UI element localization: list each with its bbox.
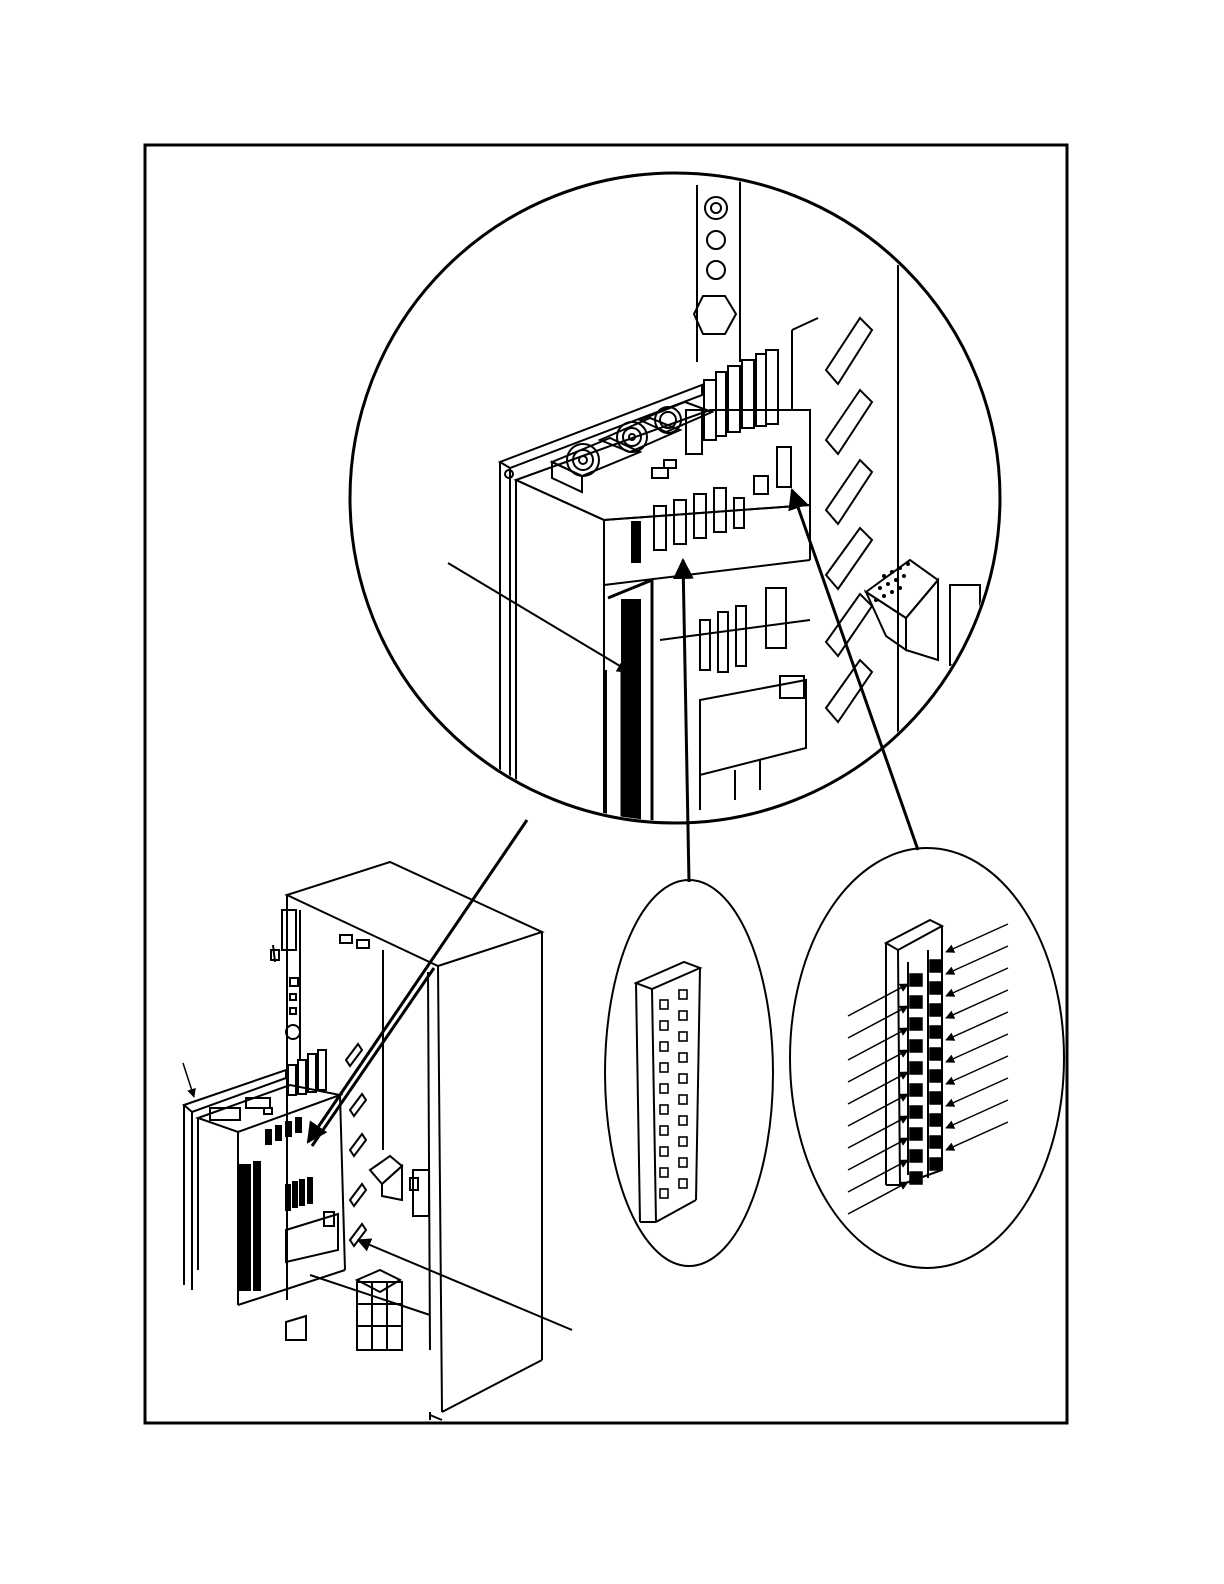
terminal-screw — [930, 1048, 942, 1060]
header-pin — [660, 1084, 668, 1093]
wire-leader-right — [946, 1034, 1008, 1062]
cabinet-to-circle-arrow — [308, 820, 527, 1142]
terminal-screw — [930, 1092, 942, 1104]
terminal-screw — [930, 1070, 942, 1082]
magnified-view — [350, 173, 1000, 850]
header-pin — [679, 1095, 687, 1104]
equipment-cabinet — [271, 862, 542, 1420]
header-pin — [660, 1189, 668, 1198]
ribbon-cable-leader — [448, 563, 630, 672]
terminal-screw — [910, 1084, 922, 1096]
terminal-screw — [930, 1158, 942, 1170]
terminal-screw — [910, 974, 922, 986]
wire-leader-right — [946, 1012, 1008, 1040]
detail-ellipse-left — [605, 880, 773, 1266]
terminal-screw — [910, 1062, 922, 1074]
terminal-screw — [910, 1040, 922, 1052]
back-panel — [500, 385, 702, 806]
terminal-screw — [930, 1004, 942, 1016]
header-pin — [679, 1179, 687, 1188]
wire-leader-right — [946, 1056, 1008, 1084]
wire-leader-right — [946, 924, 1008, 952]
header-pin — [660, 1105, 668, 1114]
header-pin — [679, 1053, 687, 1062]
mounting-strip — [694, 180, 740, 362]
magnifier-circle — [350, 173, 1000, 823]
cabinet-electronics-module — [184, 1050, 345, 1305]
terminal-screw — [910, 996, 922, 1008]
front-connectors — [632, 447, 791, 562]
header-pin — [679, 1011, 687, 1020]
terminal-screw — [910, 1106, 922, 1118]
ribbon-cable — [606, 580, 652, 850]
header-pin — [660, 1042, 668, 1051]
header-pin — [679, 1137, 687, 1146]
header-pin — [679, 1074, 687, 1083]
terminal-screw — [930, 1136, 942, 1148]
terminal-screw — [910, 1172, 922, 1184]
header-pin — [679, 1158, 687, 1167]
terminal-screw — [910, 1128, 922, 1140]
wire-leader-right — [946, 946, 1008, 974]
circuit-boards — [660, 588, 810, 810]
header-pin — [660, 1021, 668, 1030]
plug-in-cards — [686, 350, 778, 454]
terminal-blocks-right — [792, 265, 980, 795]
terminal-screw — [910, 1150, 922, 1162]
cabinet-pointer-arrow — [312, 968, 434, 1146]
terminal-screw — [930, 960, 942, 972]
header-pin — [660, 1000, 668, 1009]
header-connector-detail — [605, 880, 773, 1266]
header-pin — [679, 990, 687, 999]
wire-leader-right — [946, 1122, 1008, 1150]
wire-leader-right — [946, 1100, 1008, 1128]
wire-leader-right — [946, 968, 1008, 996]
wire-leader-right — [946, 1078, 1008, 1106]
cooling-fans — [552, 402, 712, 492]
header-pin — [660, 1168, 668, 1177]
header-pin — [679, 1032, 687, 1041]
terminal-screw — [930, 1114, 942, 1126]
header-pin — [660, 1147, 668, 1156]
terminal-screw — [930, 982, 942, 994]
header-pin — [660, 1063, 668, 1072]
header-pin — [679, 1116, 687, 1125]
header-pin — [660, 1126, 668, 1135]
wire-leader-right — [946, 990, 1008, 1018]
module-leader — [183, 1063, 194, 1097]
header-connector-arrow — [683, 560, 689, 882]
header-pins — [660, 990, 687, 1198]
terminal-strip-detail — [790, 848, 1064, 1268]
terminal-screw — [930, 1026, 942, 1038]
terminal-strip-arrow — [792, 490, 918, 850]
terminal-screw — [910, 1018, 922, 1030]
